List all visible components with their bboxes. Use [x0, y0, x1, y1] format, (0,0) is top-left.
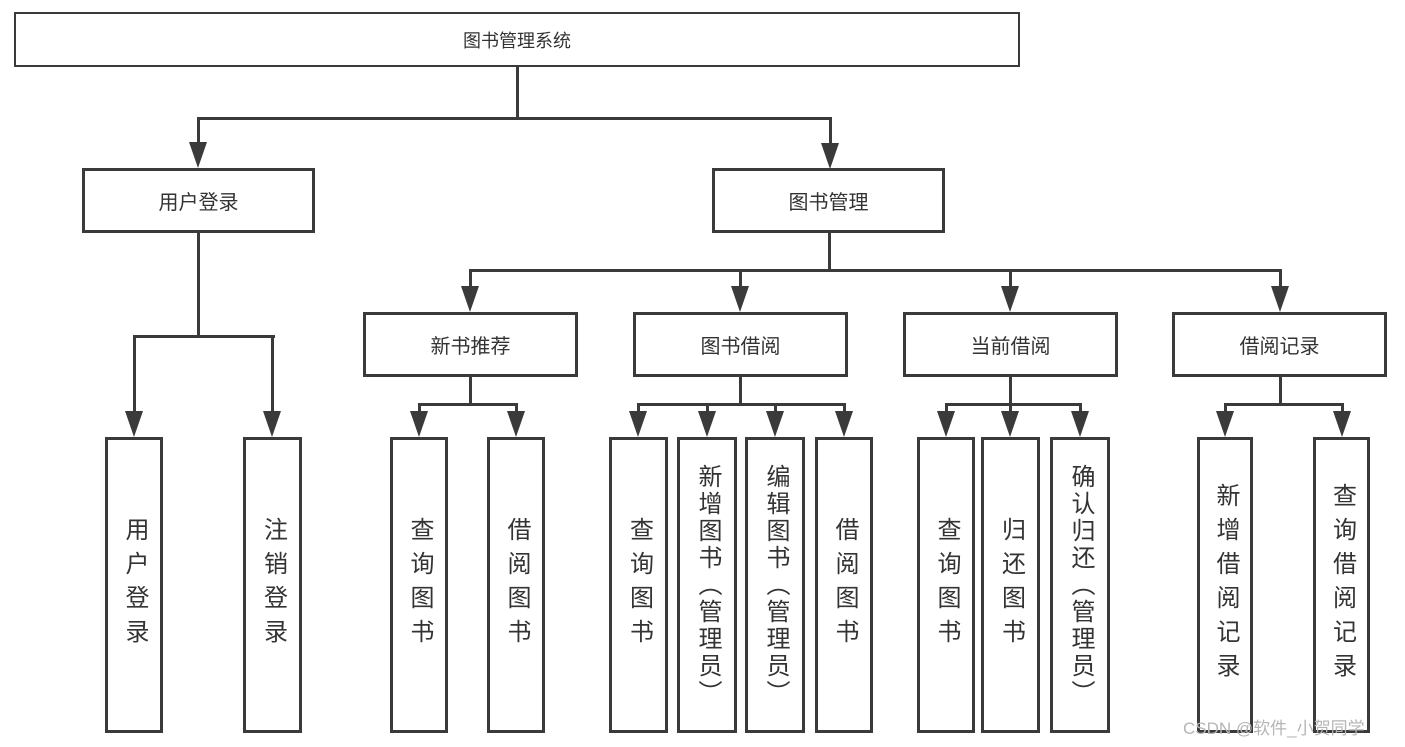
connector-to-leaf-borrow-recommend-stem — [515, 405, 518, 413]
connector-borrowing-records-hline — [1224, 403, 1344, 406]
connector-to-leaf-logout-stem — [271, 337, 274, 413]
connector-current-borrowing-vline — [1009, 377, 1012, 405]
arrowhead-to-leaf-query-borrowing-icon — [629, 411, 647, 437]
arrowhead-to-leaf-query-recommend-icon — [410, 411, 428, 437]
connector-root-hline — [197, 117, 832, 120]
node-current-borrowing-label: 当前借阅 — [970, 336, 1051, 358]
node-root-label: 图书管理系统 — [463, 30, 571, 51]
connector-to-current-borrowing-stem — [1009, 271, 1012, 288]
node-user-login-label: 用户登录 — [158, 192, 239, 214]
arrowhead-to-current-borrowing-icon — [1001, 286, 1019, 312]
connector-book-management-hline — [469, 269, 1282, 272]
connector-book-borrowing-vline — [739, 377, 742, 405]
connector-to-leaf-add-books-stem — [706, 405, 709, 413]
leaf-confirm-return-admin: 确认归还（管理员） — [1050, 437, 1110, 733]
leaf-logout-login: 注销登录 — [243, 437, 302, 733]
arrowhead-to-user-login-icon — [189, 142, 207, 168]
arrowhead-to-leaf-confirm-return-icon — [1071, 411, 1089, 437]
leaf-add-borrow-record-label: 新增借阅记录 — [1212, 483, 1239, 687]
connector-root-vline — [516, 67, 519, 119]
arrowhead-to-leaf-borrow-recommend-icon — [507, 411, 525, 437]
connector-to-leaf-query-borrowing-stem — [637, 405, 640, 413]
connector-new-book-recommend-vline — [469, 377, 472, 405]
connector-borrowing-records-vline — [1279, 377, 1282, 405]
leaf-borrow-books-recommend-label: 借阅图书 — [503, 517, 530, 653]
leaf-query-borrow-record-label: 查询借阅记录 — [1328, 483, 1356, 687]
arrowhead-to-leaf-edit-books-icon — [766, 411, 784, 437]
connector-root-to-user-login-stem — [197, 119, 200, 144]
node-book-borrowing: 图书借阅 — [633, 312, 848, 377]
node-user-login: 用户登录 — [82, 168, 315, 233]
leaf-return-books-label: 归还图书 — [997, 517, 1025, 653]
leaf-query-books-borrowing-label: 查询图书 — [625, 517, 653, 653]
arrowhead-to-leaf-return-books-icon — [1001, 411, 1019, 437]
leaf-add-books-admin-label: 新增图书（管理员） — [694, 463, 721, 707]
leaf-add-books-admin: 新增图书（管理员） — [677, 437, 737, 733]
connector-to-leaf-query-recommend-stem — [418, 405, 421, 413]
connector-to-new-book-recommend-stem — [469, 271, 472, 288]
leaf-return-books: 归还图书 — [981, 437, 1040, 733]
leaf-edit-books-admin: 编辑图书（管理员） — [745, 437, 805, 733]
arrowhead-to-leaf-user-login-icon — [125, 411, 143, 437]
node-new-book-recommend-label: 新书推荐 — [430, 336, 511, 358]
connector-to-leaf-query-record-stem — [1341, 405, 1344, 413]
leaf-user-login: 用户登录 — [105, 437, 163, 733]
csdn-watermark: CSDN @软件_小贺同学 — [1183, 719, 1365, 738]
arrowhead-to-leaf-logout-icon — [263, 411, 281, 437]
leaf-add-borrow-record: 新增借阅记录 — [1197, 437, 1253, 733]
leaf-confirm-return-admin-label: 确认归还（管理员） — [1067, 463, 1094, 707]
leaf-edit-books-admin-label: 编辑图书（管理员） — [762, 463, 789, 707]
connector-to-borrowing-records-stem — [1279, 271, 1282, 288]
connector-user-login-hline — [133, 335, 275, 338]
connector-to-leaf-user-login-stem — [133, 337, 136, 413]
connector-new-book-recommend-hline — [418, 403, 518, 406]
arrowhead-to-leaf-query-record-icon — [1333, 411, 1351, 437]
node-book-management-label: 图书管理 — [788, 192, 869, 214]
leaf-query-borrow-record: 查询借阅记录 — [1313, 437, 1370, 733]
leaf-query-books-current: 查询图书 — [917, 437, 975, 733]
connector-to-leaf-confirm-return-stem — [1079, 405, 1082, 413]
leaf-user-login-label: 用户登录 — [121, 517, 148, 653]
leaf-query-books-recommend: 查询图书 — [390, 437, 448, 733]
arrowhead-to-borrowing-records-icon — [1271, 286, 1289, 312]
node-book-borrowing-label: 图书借阅 — [700, 336, 781, 358]
connector-to-leaf-borrow-borrowing-stem — [843, 405, 846, 413]
connector-to-book-borrowing-stem — [739, 271, 742, 288]
leaf-query-books-current-label: 查询图书 — [933, 517, 960, 653]
connector-current-borrowing-hline — [945, 403, 1082, 406]
arrowhead-to-book-management-icon — [821, 143, 839, 169]
leaf-borrow-books-recommend: 借阅图书 — [487, 437, 545, 733]
arrowhead-to-book-borrowing-icon — [731, 286, 749, 312]
node-borrowing-records: 借阅记录 — [1172, 312, 1387, 377]
connector-to-leaf-edit-books-stem — [774, 405, 777, 413]
arrowhead-to-new-book-recommend-icon — [461, 286, 479, 312]
arrowhead-to-leaf-query-current-icon — [937, 411, 955, 437]
node-root: 图书管理系统 — [14, 12, 1020, 67]
arrowhead-to-leaf-borrow-borrowing-icon — [835, 411, 853, 437]
node-current-borrowing: 当前借阅 — [903, 312, 1118, 377]
leaf-query-books-recommend-label: 查询图书 — [406, 517, 433, 653]
arrowhead-to-leaf-add-record-icon — [1216, 411, 1234, 437]
connector-root-to-book-management-stem — [829, 119, 832, 145]
node-book-management: 图书管理 — [712, 168, 945, 233]
leaf-borrow-books-borrowing-label: 借阅图书 — [831, 517, 858, 653]
leaf-logout-login-label: 注销登录 — [259, 517, 287, 653]
connector-to-leaf-query-current-stem — [945, 405, 948, 413]
arrowhead-to-leaf-add-books-icon — [698, 411, 716, 437]
connector-book-management-vline — [828, 233, 831, 271]
node-new-book-recommend: 新书推荐 — [363, 312, 578, 377]
connector-to-leaf-return-books-stem — [1009, 405, 1012, 413]
connector-book-borrowing-hline — [637, 403, 846, 406]
leaf-borrow-books-borrowing: 借阅图书 — [815, 437, 873, 733]
connector-to-leaf-add-record-stem — [1224, 405, 1227, 413]
node-borrowing-records-label: 借阅记录 — [1239, 336, 1320, 358]
connector-user-login-vline — [197, 233, 200, 337]
leaf-query-books-borrowing: 查询图书 — [609, 437, 668, 733]
